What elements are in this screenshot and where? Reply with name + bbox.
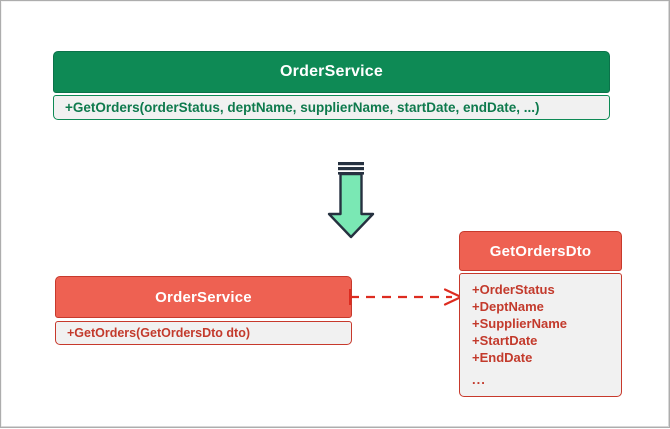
uml-class-orderservice-before[interactable]: OrderService +GetOrders(orderStatus, dep… [53, 51, 610, 120]
uml-class-orderservice-after[interactable]: OrderService +GetOrders(GetOrdersDto dto… [55, 276, 352, 345]
class-method-getorders-long: +GetOrders(orderStatus, deptName, suppli… [65, 100, 540, 115]
class-attribute-ellipsis: ... [472, 372, 486, 387]
transform-down-arrow [323, 161, 379, 241]
uml-class-getordersdto[interactable]: GetOrdersDto +OrderStatus +DeptName +Sup… [459, 231, 622, 397]
class-attribute: +StartDate [472, 333, 538, 348]
class-members-compartment: +GetOrders(GetOrdersDto dto) [55, 321, 352, 345]
class-method-getorders-dto: +GetOrders(GetOrdersDto dto) [67, 326, 251, 340]
class-members-compartment: +GetOrders(orderStatus, deptName, suppli… [53, 95, 610, 120]
class-attribute: +EndDate [472, 350, 533, 365]
dependency-relationship [348, 285, 465, 309]
class-header-title: GetOrdersDto [459, 231, 622, 271]
class-attribute: +OrderStatus [472, 282, 555, 297]
down-arrow-icon [327, 162, 375, 239]
class-header-title: OrderService [55, 276, 352, 318]
class-attribute: +DeptName [472, 299, 544, 314]
class-attribute: +SupplierName [472, 316, 568, 331]
class-attributes-compartment: +OrderStatus +DeptName +SupplierName +St… [459, 273, 622, 397]
class-header-title: OrderService [53, 51, 610, 93]
dashed-arrow-right-icon [348, 288, 463, 306]
